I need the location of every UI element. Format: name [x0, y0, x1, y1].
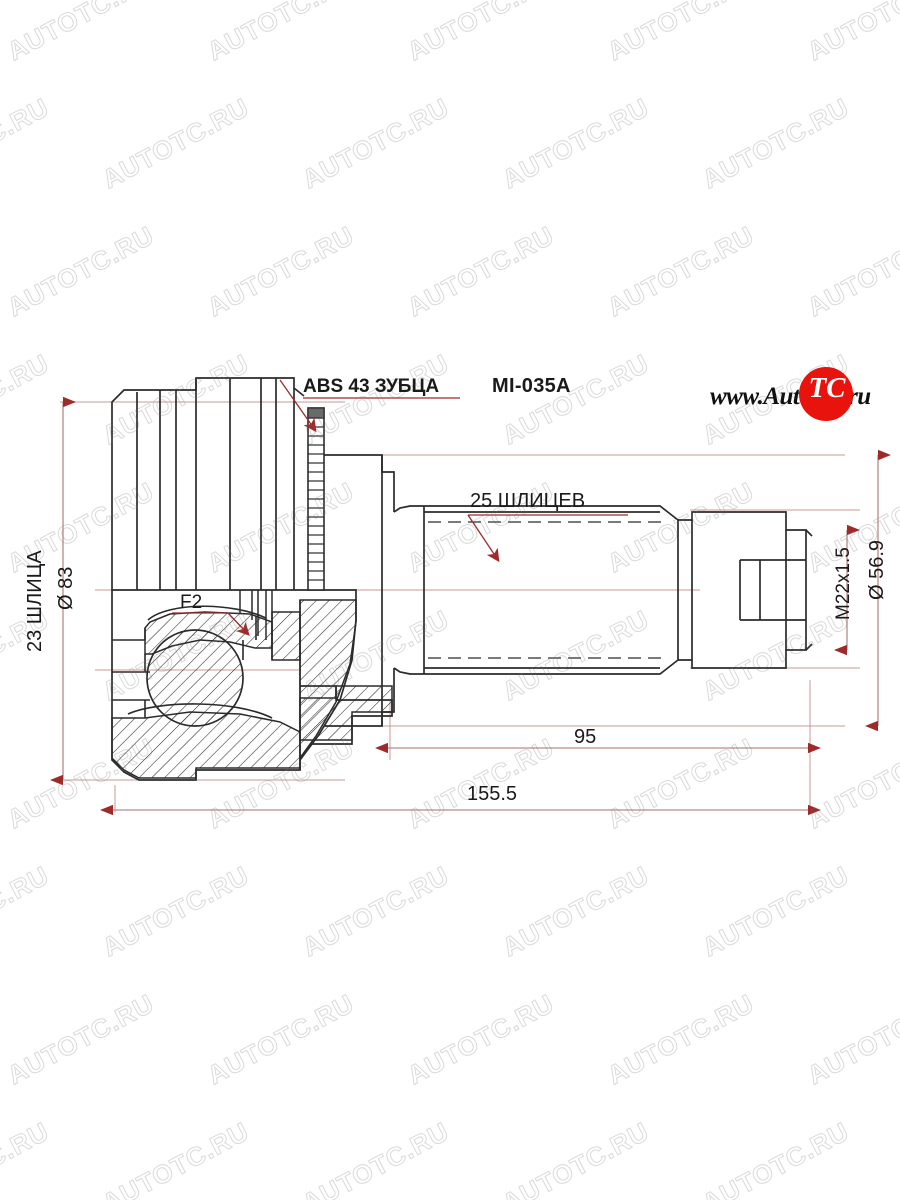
dimension-95-label: 95 — [574, 726, 597, 748]
joint-stem-collar — [324, 454, 424, 727]
shaft-splines-label: 25 ШЛИЦЕВ — [470, 490, 586, 512]
joint-housing-outline — [111, 377, 305, 590]
race-detail — [112, 600, 301, 770]
logo-tc-badge-text: TC — [808, 372, 846, 404]
thread-spec-label: M22x1.5 — [833, 547, 854, 620]
splined-shaft — [423, 505, 679, 675]
abs-ring-label: ABS 43 ЗУБЦА — [303, 376, 440, 397]
outer-diameter-label: Ø 83 — [55, 566, 77, 610]
autotc-logo[interactable]: www.AutoTC.ru TC — [710, 365, 885, 423]
boot-groove-lines — [239, 590, 273, 640]
abs-tone-ring — [307, 407, 325, 591]
outer-splines-label: 23 ШЛИЦА — [24, 550, 46, 652]
logo-red-circle — [799, 367, 853, 421]
housing-flange-step — [300, 685, 393, 745]
dimension-155-label: 155.5 — [467, 783, 518, 805]
leader-shaft-splines — [467, 514, 628, 563]
shaft-diameter-label: Ø 56.9 — [866, 539, 888, 600]
threaded-end — [678, 511, 813, 669]
ball-bearing — [146, 629, 244, 727]
leader-f2 — [172, 612, 250, 636]
leader-abs — [279, 379, 460, 433]
part-number-label: MI-035A — [492, 375, 571, 397]
f2-callout-label: F2 — [180, 592, 203, 613]
